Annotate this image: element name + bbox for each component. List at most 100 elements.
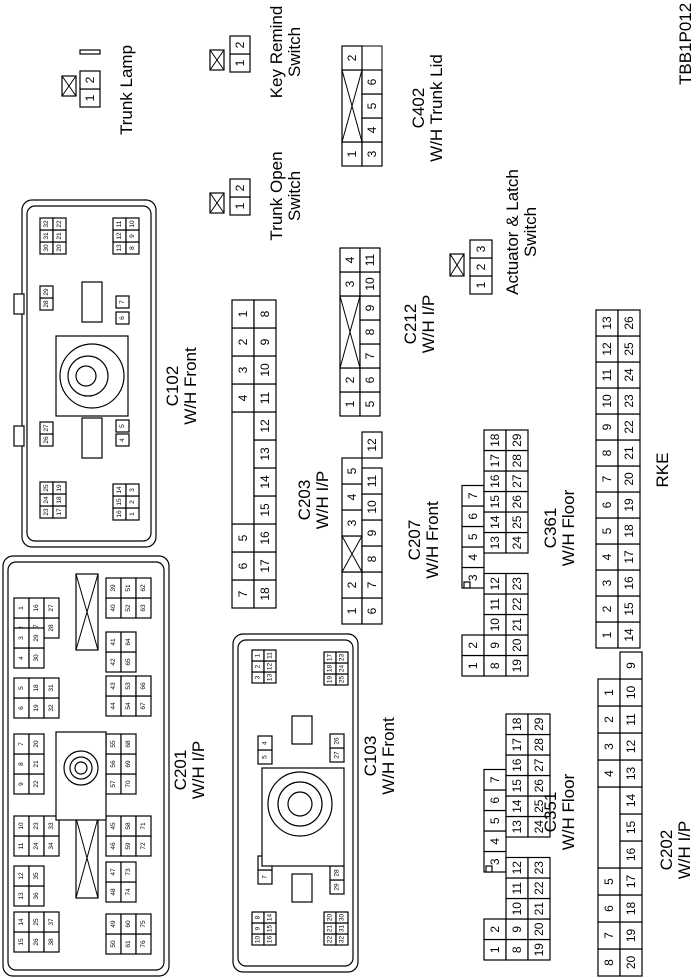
pin-cell: 20 xyxy=(619,948,643,977)
pin-number: 12 xyxy=(488,577,502,591)
pin-cell: 1 xyxy=(125,507,140,521)
pin-number: 71 xyxy=(140,822,147,830)
pin-cell: 28 xyxy=(43,617,60,639)
pin-number: 2 xyxy=(602,716,616,723)
pin-number: 13 xyxy=(258,447,272,461)
pin-number: 1 xyxy=(488,946,502,953)
pin-number: 5 xyxy=(365,102,379,109)
pin-number: 4 xyxy=(365,126,379,133)
pin-number: 17 xyxy=(624,875,638,889)
pin-number: 29 xyxy=(33,634,40,642)
pin-cell: 53 xyxy=(120,675,137,697)
pin-number: 3 xyxy=(466,574,480,581)
pin-cell: 3 xyxy=(251,671,265,684)
pin-number: 5 xyxy=(236,534,250,541)
pin-number: 37 xyxy=(48,918,55,926)
pin-number: 6 xyxy=(365,78,379,85)
pin-cell: 19 xyxy=(505,654,529,677)
pin-number: 60 xyxy=(125,920,132,928)
pin-number: 68 xyxy=(125,740,132,748)
pin-number: 23 xyxy=(532,861,546,875)
pin-cell: 18 xyxy=(483,429,507,452)
pin-number: 6 xyxy=(363,376,377,383)
latch xyxy=(79,49,101,55)
pin-number: 54 xyxy=(125,702,132,710)
pin-number: 3 xyxy=(365,150,379,157)
pin-cell: 58 xyxy=(120,815,137,837)
pin-number: 9 xyxy=(258,338,272,345)
pin-cell: 13 xyxy=(595,309,619,337)
pin-cell: 25 xyxy=(527,795,551,818)
pin-number: 32 xyxy=(43,220,50,228)
pin-cell: 13 xyxy=(505,815,529,838)
pin-number: 16 xyxy=(488,474,502,488)
pin-number: 12 xyxy=(510,861,524,875)
pin-cell: 1 xyxy=(229,196,251,216)
pin-number: 13 xyxy=(488,536,502,550)
key-remind-label: Key Remind xyxy=(267,6,286,99)
pin-cell: 29 xyxy=(527,713,551,736)
pin-cell: 4 xyxy=(115,433,130,447)
pin-cell: 13 xyxy=(483,531,507,554)
pin-number: 5 xyxy=(602,878,616,885)
pin-cell: 1 xyxy=(79,88,101,108)
pin-number: 13 xyxy=(624,767,638,781)
pin-number: 26 xyxy=(532,779,546,793)
pin-cell: 25 xyxy=(505,511,529,534)
pin-cell: 19 xyxy=(527,938,551,961)
pin-cell: 9 xyxy=(13,773,30,795)
pin-cell: 10 xyxy=(125,217,140,231)
c402-label: C402 xyxy=(409,88,428,129)
pin-cell: 15 xyxy=(253,495,277,525)
pin-cell: 9 xyxy=(251,922,265,935)
pin-cell: 10 xyxy=(359,271,381,297)
pin-cell: 29 xyxy=(28,627,45,649)
c351-label: C351 xyxy=(541,792,560,833)
pin-cell: 39 xyxy=(105,577,122,599)
pin-number: 15 xyxy=(624,821,638,835)
pin-cell: 16 xyxy=(619,840,643,869)
pin-cell: 21 xyxy=(323,922,337,935)
pin-number: 25 xyxy=(622,342,636,356)
pin-cell: 11 xyxy=(263,649,277,662)
pin-number: 13 xyxy=(18,892,25,900)
pin-number: 62 xyxy=(140,584,147,592)
pin-number: 7 xyxy=(488,776,502,783)
pin-cell: 12 xyxy=(361,431,383,459)
pin-cell: 1 xyxy=(339,391,361,417)
pin-number: 9 xyxy=(510,926,524,933)
c202-label: W/H I/P xyxy=(675,821,694,880)
c202-label: C202 xyxy=(657,830,676,871)
pin-number: 15 xyxy=(258,503,272,517)
pin-number: 16 xyxy=(624,848,638,862)
pin-cell: 12 xyxy=(253,411,277,441)
pin-cell: 20 xyxy=(52,241,67,255)
pin-number: 15 xyxy=(488,495,502,509)
pin-cell: 13 xyxy=(263,671,277,684)
pin-number: 25 xyxy=(532,799,546,813)
pin-cell: 8 xyxy=(483,654,507,677)
pin-number: 32 xyxy=(339,936,346,944)
pin-number: 3 xyxy=(343,280,357,287)
pin-number: 24 xyxy=(510,536,524,550)
pin-cell: 27 xyxy=(329,747,345,763)
actuator-label: Switch xyxy=(521,207,540,257)
pin-number: 7 xyxy=(119,300,126,304)
pin-cell: 32 xyxy=(43,697,60,719)
pin-cell: 6 xyxy=(483,789,507,812)
pin-number: 34 xyxy=(48,842,55,850)
c351-label: W/H Floor xyxy=(559,773,578,850)
pin-cell: 8 xyxy=(253,299,277,329)
pin-number: 16 xyxy=(267,936,274,944)
pin-number: 14 xyxy=(510,799,524,813)
pin-number: 50 xyxy=(110,940,117,948)
pin-cell: 1 xyxy=(231,299,255,329)
pin-cell: 1 xyxy=(341,141,363,167)
pin-cell: 9 xyxy=(505,918,529,941)
pin-cell: 28 xyxy=(527,733,551,756)
pin-number: 7 xyxy=(363,352,377,359)
pin-number: 29 xyxy=(510,433,524,447)
pin-cell: 24 xyxy=(28,835,45,857)
pin-number: 16 xyxy=(622,576,636,590)
pin-cell: 15 xyxy=(13,931,30,953)
